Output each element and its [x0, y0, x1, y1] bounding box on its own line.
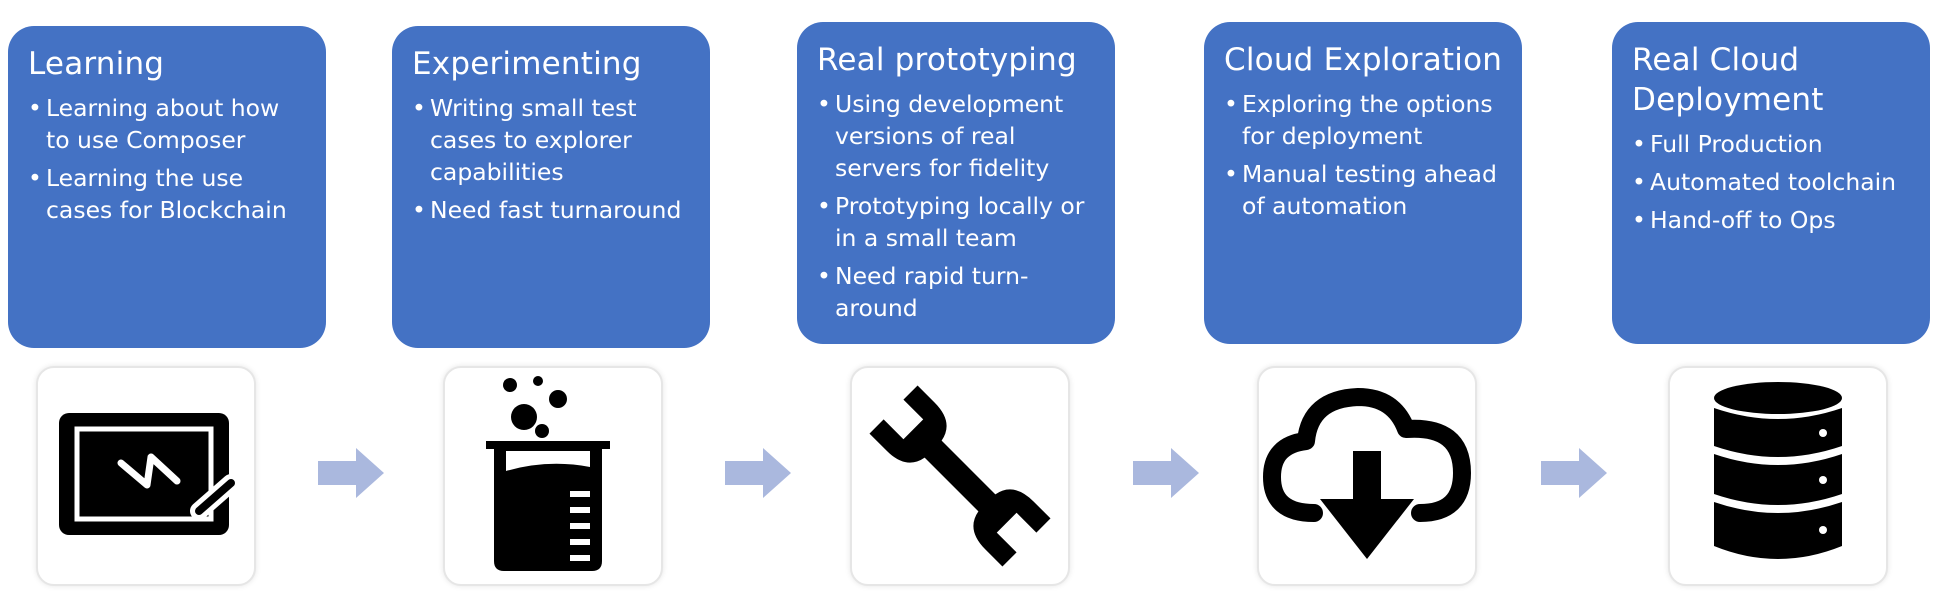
stage-bullet-list: Learning about how to use Composer Learn… — [28, 92, 310, 226]
stage-bullet-list: Full Production Automated toolchain Hand… — [1632, 128, 1914, 236]
beaker-icon — [486, 376, 610, 571]
flow-arrow — [318, 448, 384, 498]
stage-bullet: Learning the use cases for Blockchain — [28, 162, 310, 226]
stage-title: Real Cloud Deployment — [1632, 42, 1824, 118]
flow-arrow — [1133, 448, 1199, 498]
stage-bullet: Writing small test cases to explorer cap… — [412, 92, 694, 188]
wrench-icon — [869, 385, 1051, 567]
flow-arrow — [1541, 448, 1607, 498]
beaker-icon-card — [443, 366, 663, 586]
stage-title: Experimenting — [412, 46, 642, 82]
stage-bullet: Prototyping locally or in a small team — [817, 190, 1099, 254]
stage-bullet: Using development versions of real serve… — [817, 88, 1099, 184]
stage-bullet: Manual testing ahead of automation — [1224, 158, 1506, 222]
flow-arrow — [725, 448, 791, 498]
cloud-download-icon-card — [1257, 366, 1477, 586]
stage-box-real-cloud-deployment: Real Cloud Deployment Full Production Au… — [1612, 22, 1930, 344]
database-icon — [1714, 382, 1842, 559]
stage-bullet: Full Production — [1632, 128, 1914, 160]
database-icon-card — [1668, 366, 1888, 586]
wrench-icon-card — [850, 366, 1070, 586]
stage-bullet-list: Exploring the options for deployment Man… — [1224, 88, 1506, 222]
cloud-download-icon — [1263, 388, 1471, 559]
whiteboard-icon — [59, 413, 240, 535]
stage-bullet: Learning about how to use Composer — [28, 92, 310, 156]
stage-box-experimenting: Experimenting Writing small test cases t… — [392, 26, 710, 348]
stage-bullet: Exploring the options for deployment — [1224, 88, 1506, 152]
stage-bullet-list: Writing small test cases to explorer cap… — [412, 92, 694, 226]
stage-title: Real prototyping — [817, 42, 1077, 78]
stage-title: Learning — [28, 46, 165, 82]
stage-bullet-list: Using development versions of real serve… — [817, 88, 1099, 324]
stage-bullet: Need fast turnaround — [412, 194, 694, 226]
stage-title: Cloud Exploration — [1224, 42, 1503, 78]
stage-box-cloud-exploration: Cloud Exploration Exploring the options … — [1204, 22, 1522, 344]
stage-bullet: Hand-off to Ops — [1632, 204, 1914, 236]
stage-bullet: Automated toolchain — [1632, 166, 1914, 198]
stage-bullet: Need rapid turn-around — [817, 260, 1099, 324]
whiteboard-icon-card — [36, 366, 256, 586]
stage-box-learning: Learning Learning about how to use Compo… — [8, 26, 326, 348]
stage-box-real-prototyping: Real prototyping Using development versi… — [797, 22, 1115, 344]
